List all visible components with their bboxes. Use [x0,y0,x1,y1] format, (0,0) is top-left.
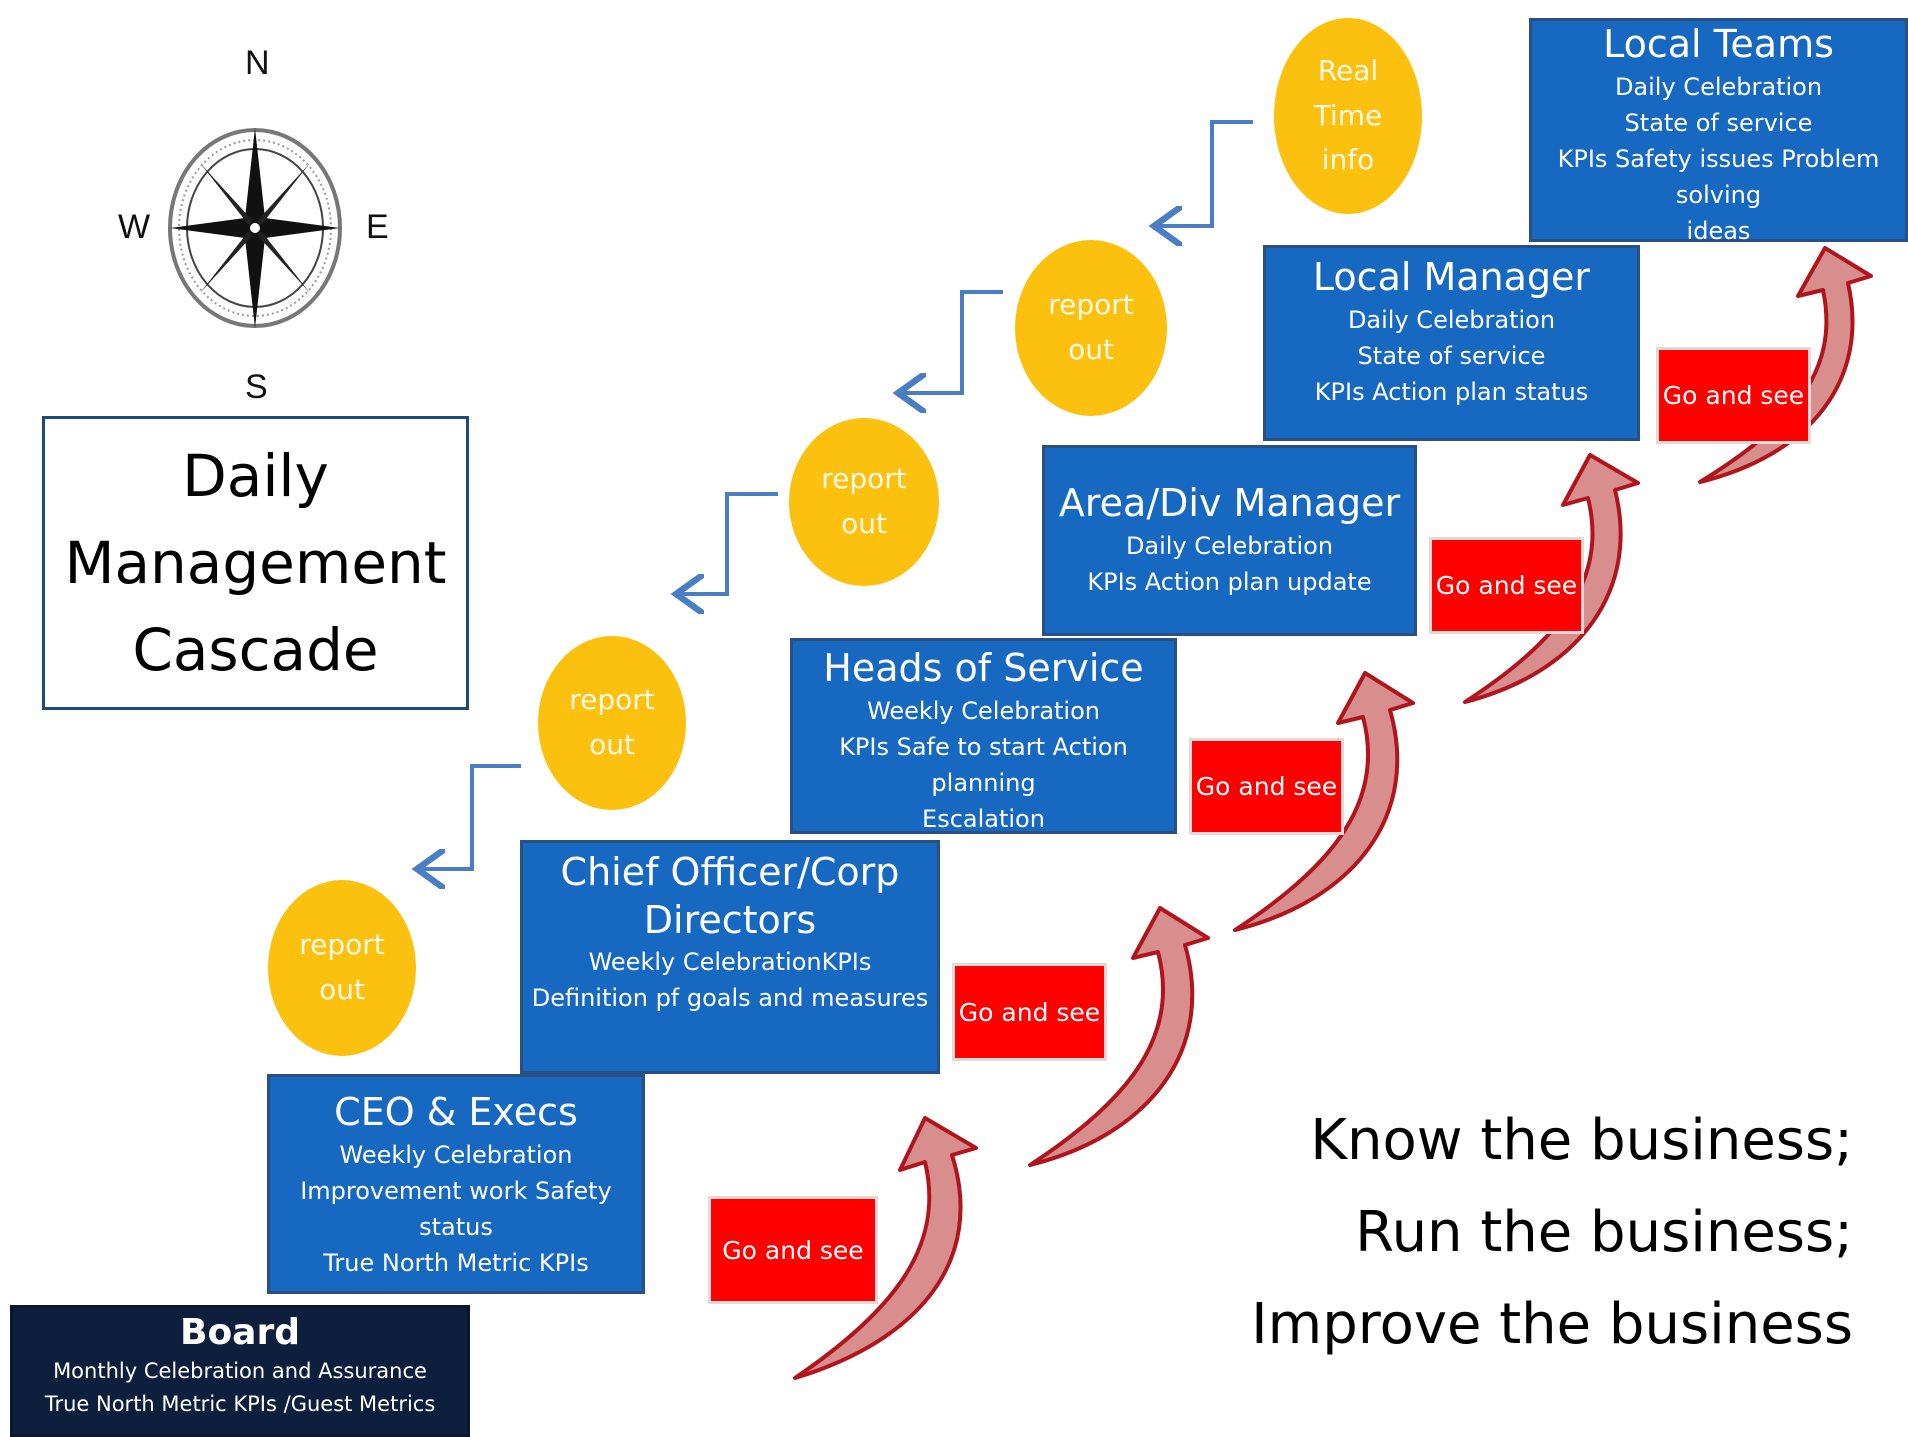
level-title: Local Manager [1312,255,1591,299]
level-detail: State of service [1357,341,1546,370]
go-and-see-box: Go and see [1656,347,1811,444]
circle-label: report [1048,288,1134,322]
title-line: Cascade [132,615,379,684]
level-title: Board [180,1312,300,1353]
circle-label: report [821,462,907,496]
connector-arrow [421,764,521,869]
real-time-info-circle: Real Time info [1274,18,1422,214]
curved-arrow-icon [793,1116,978,1380]
level-detail: ideas [1686,216,1751,245]
go-and-see-box: Go and see [952,963,1107,1061]
slogan-line: Know the business; [1310,1108,1853,1173]
circle-label: report [569,683,655,717]
curved-arrow-icon [1233,671,1415,932]
circle-label: Time [1313,98,1383,132]
level-detail: KPIs Action plan update [1087,567,1372,596]
circle-label: report [299,928,385,962]
level-box-ceo: CEO & Execs Weekly Celebration Improveme… [267,1074,645,1294]
level-detail: Definition pf goals and measures [531,984,929,1012]
level-detail: True North Metric KPIs /Guest Metrics [44,1391,436,1416]
report-out-circle: report out [538,636,686,810]
level-box-chief-officer: Chief Officer/Corp Directors Weekly Cele… [520,840,940,1074]
go-and-see-box: Go and see [1189,738,1344,835]
level-box-board: Board Monthly Celebration and Assurance … [10,1305,470,1437]
compass-west-label: W [118,208,151,246]
level-box-local-manager: Local Manager Daily Celebration State of… [1263,245,1640,441]
title-line: Management [64,528,447,597]
level-detail: Monthly Celebration and Assurance [53,1359,427,1383]
slogan-line: Run the business; [1355,1199,1853,1265]
level-detail: Weekly CelebrationKPIs [588,948,872,976]
circle-label: out [841,507,887,540]
level-detail: KPIs Action plan status [1314,377,1589,406]
connector-arrow [1158,120,1253,226]
report-out-circle: report out [789,418,939,586]
report-out-circle: report out [268,880,416,1056]
level-box-heads-of-service: Heads of Service Weekly Celebration KPIs… [790,638,1177,834]
go-and-see-box: Go and see [1429,537,1584,634]
title-box: Daily Management Cascade [42,416,469,710]
level-detail: Daily Celebration [1347,305,1556,334]
curved-arrow-icon [1463,453,1640,704]
go-and-see-box: Go and see [708,1196,878,1304]
level-title: Chief Officer/Corp [560,850,900,894]
level-detail: State of service [1624,108,1813,137]
level-detail: KPIs Safety issues Problem solving [1557,144,1880,209]
connector-arrow [680,492,778,594]
connector-arrow [902,290,1003,393]
level-title: Directors [643,897,817,942]
level-box-area-div-manager: Area/Div Manager Daily Celebration KPIs … [1042,445,1417,636]
report-out-circle: report out [1015,240,1167,416]
level-title: Area/Div Manager [1058,481,1401,525]
level-detail: Daily Celebration [1125,531,1334,560]
compass-south-label: S [245,368,268,406]
circle-label: out [589,728,635,761]
compass-rose-icon [168,128,342,328]
level-detail: Weekly Celebration [339,1140,573,1169]
level-detail: Daily Celebration [1614,72,1823,101]
title-line: Daily [182,441,329,510]
level-title: Local Teams [1603,22,1834,66]
slogan-line: Improve the business [1251,1291,1853,1357]
level-title: CEO & Execs [334,1090,578,1134]
circle-label: info [1321,143,1375,177]
compass-north-label: N [245,44,270,82]
level-detail: Weekly Celebration [867,696,1100,725]
curved-arrow-icon [1028,906,1210,1167]
level-detail: Escalation [922,804,1045,833]
level-detail: True North Metric KPIs [323,1248,589,1277]
compass-east-label: E [366,208,389,246]
level-box-local-teams: Local Teams Daily Celebration State of s… [1529,18,1908,245]
circle-label: out [319,973,365,1006]
level-detail: Improvement work Safety status [300,1176,612,1241]
circle-label: out [1068,333,1114,366]
slogan: Know the business; Run the business; Imp… [1251,1095,1853,1370]
level-title: Heads of Service [823,646,1144,690]
circle-label: Real [1317,53,1379,87]
level-detail: KPIs Safe to start Action planning [839,732,1128,797]
